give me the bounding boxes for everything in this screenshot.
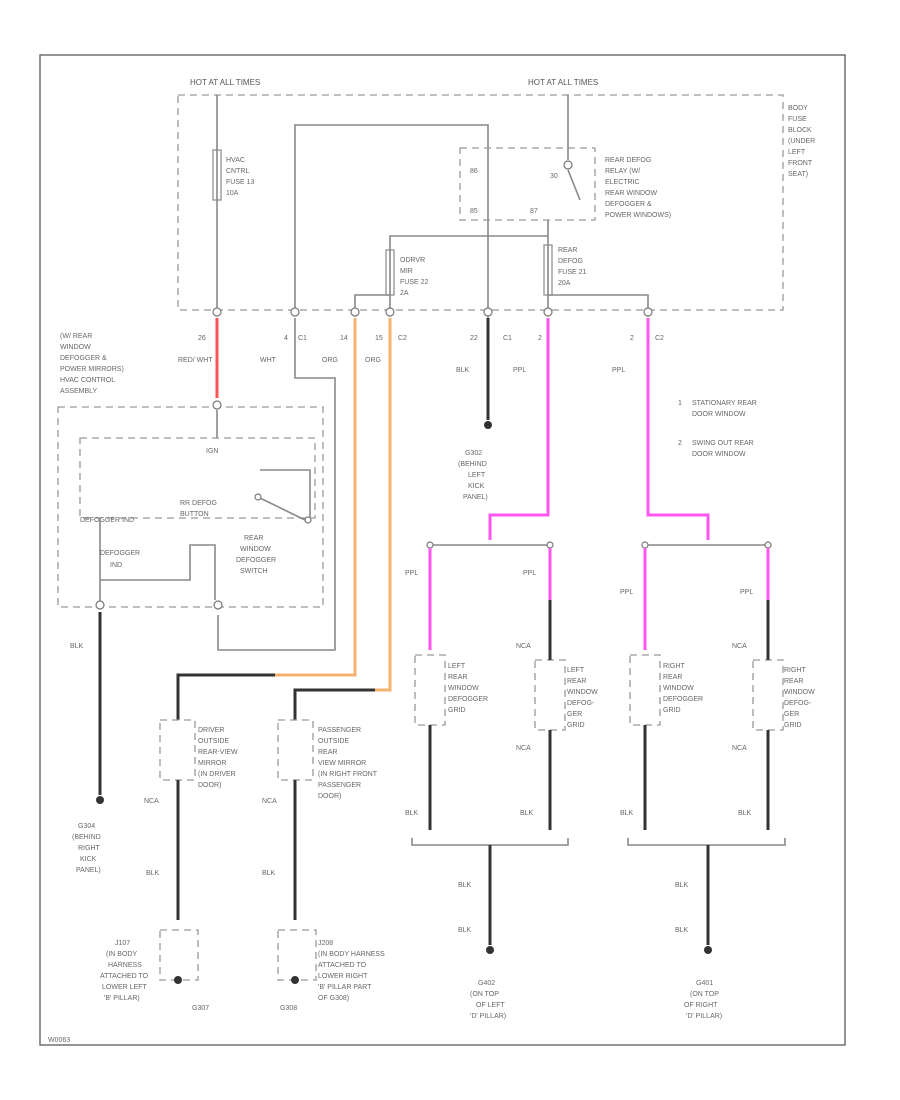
- wire-label-org2: ORG: [365, 357, 381, 364]
- pin-c1b: C1: [503, 335, 512, 342]
- passenger-mirror-box: [277, 719, 314, 781]
- nca-label-6: NCA: [732, 745, 747, 752]
- g307-box: [159, 929, 199, 981]
- blk-label-1: BLK: [456, 367, 470, 374]
- hvac-fuse-symbol: [212, 149, 222, 201]
- left-grid-1-box: [414, 654, 446, 726]
- pin-c1: C1: [298, 335, 307, 342]
- pin-26: 26: [198, 335, 206, 342]
- nca-label-4: NCA: [516, 745, 531, 752]
- ppl-label-4: PPL: [523, 570, 536, 577]
- wire-label-red-wht: RED/ WHT: [178, 357, 213, 364]
- ppl-label-6: PPL: [740, 589, 753, 596]
- ppl-label-1: PPL: [513, 367, 526, 374]
- blk-label-7: BLK: [620, 810, 634, 817]
- blk-label-6: BLK: [520, 810, 534, 817]
- pin-2b: 2: [630, 335, 634, 342]
- hot-label-right: HOT AT ALL TIMES: [528, 78, 598, 87]
- g308-code: G308: [280, 1005, 297, 1012]
- blk-label-8: BLK: [738, 810, 752, 817]
- footer-code: W0063: [48, 1037, 70, 1044]
- left-grid-2-box: [534, 659, 566, 731]
- pin-14: 14: [340, 335, 348, 342]
- right-grid-2-box: [752, 659, 784, 731]
- blk-label-9: BLK: [458, 882, 472, 889]
- defogger-ind: DEFOGGER: [100, 550, 140, 557]
- pin-c2: C2: [398, 335, 407, 342]
- blk-label-12: BLK: [675, 927, 689, 934]
- pin-15: 15: [375, 335, 383, 342]
- relay-pin-85: 85: [470, 208, 478, 215]
- rear-defog-relay-box: [459, 147, 596, 221]
- relay-contact-top: [563, 160, 573, 170]
- nca-label-1: NCA: [144, 798, 159, 805]
- relay-pin-86: 86: [470, 168, 478, 175]
- right-grid-1-box: [629, 654, 661, 726]
- defogger-ind-top: DEFOGGER IND: [80, 517, 134, 524]
- ppl-label-2: PPL: [612, 367, 625, 374]
- fuse-block-outline: [177, 94, 784, 311]
- wire-label-wht: WHT: [260, 357, 277, 364]
- ppl-label-5: PPL: [620, 589, 633, 596]
- pin-2: 2: [538, 335, 542, 342]
- defogger-ind-sub: IND: [110, 562, 122, 569]
- right-ground-bracket: [627, 838, 786, 846]
- ign-label: IGN: [206, 448, 218, 455]
- left-ground-bracket: [411, 838, 569, 846]
- relay-pin-87: 87: [530, 208, 538, 215]
- nca-label-2: NCA: [262, 798, 277, 805]
- hvac-assembly-outline: [57, 406, 324, 608]
- g307-code: G307: [192, 1005, 209, 1012]
- pin-22: 22: [470, 335, 478, 342]
- pin-c2b: C2: [655, 335, 664, 342]
- switch-outline: [79, 437, 316, 519]
- blk-label-5: BLK: [405, 810, 419, 817]
- pin-4: 4: [284, 335, 288, 342]
- relay-pin-30: 30: [550, 173, 558, 180]
- ppl-label-3: PPL: [405, 570, 418, 577]
- g308-box: [277, 929, 317, 981]
- wire-label-org: ORG: [322, 357, 338, 364]
- diagram-frame: [39, 54, 846, 1046]
- nca-label-3: NCA: [516, 643, 531, 650]
- blk-label-10: BLK: [458, 927, 472, 934]
- blk-label-4: BLK: [262, 870, 276, 877]
- hot-label-left: HOT AT ALL TIMES: [190, 78, 260, 87]
- blk-label-3: BLK: [146, 870, 160, 877]
- driver-mirror-box: [159, 719, 196, 781]
- blk-label-11: BLK: [675, 882, 689, 889]
- blk-label-2: BLK: [70, 643, 84, 650]
- nca-label-5: NCA: [732, 643, 747, 650]
